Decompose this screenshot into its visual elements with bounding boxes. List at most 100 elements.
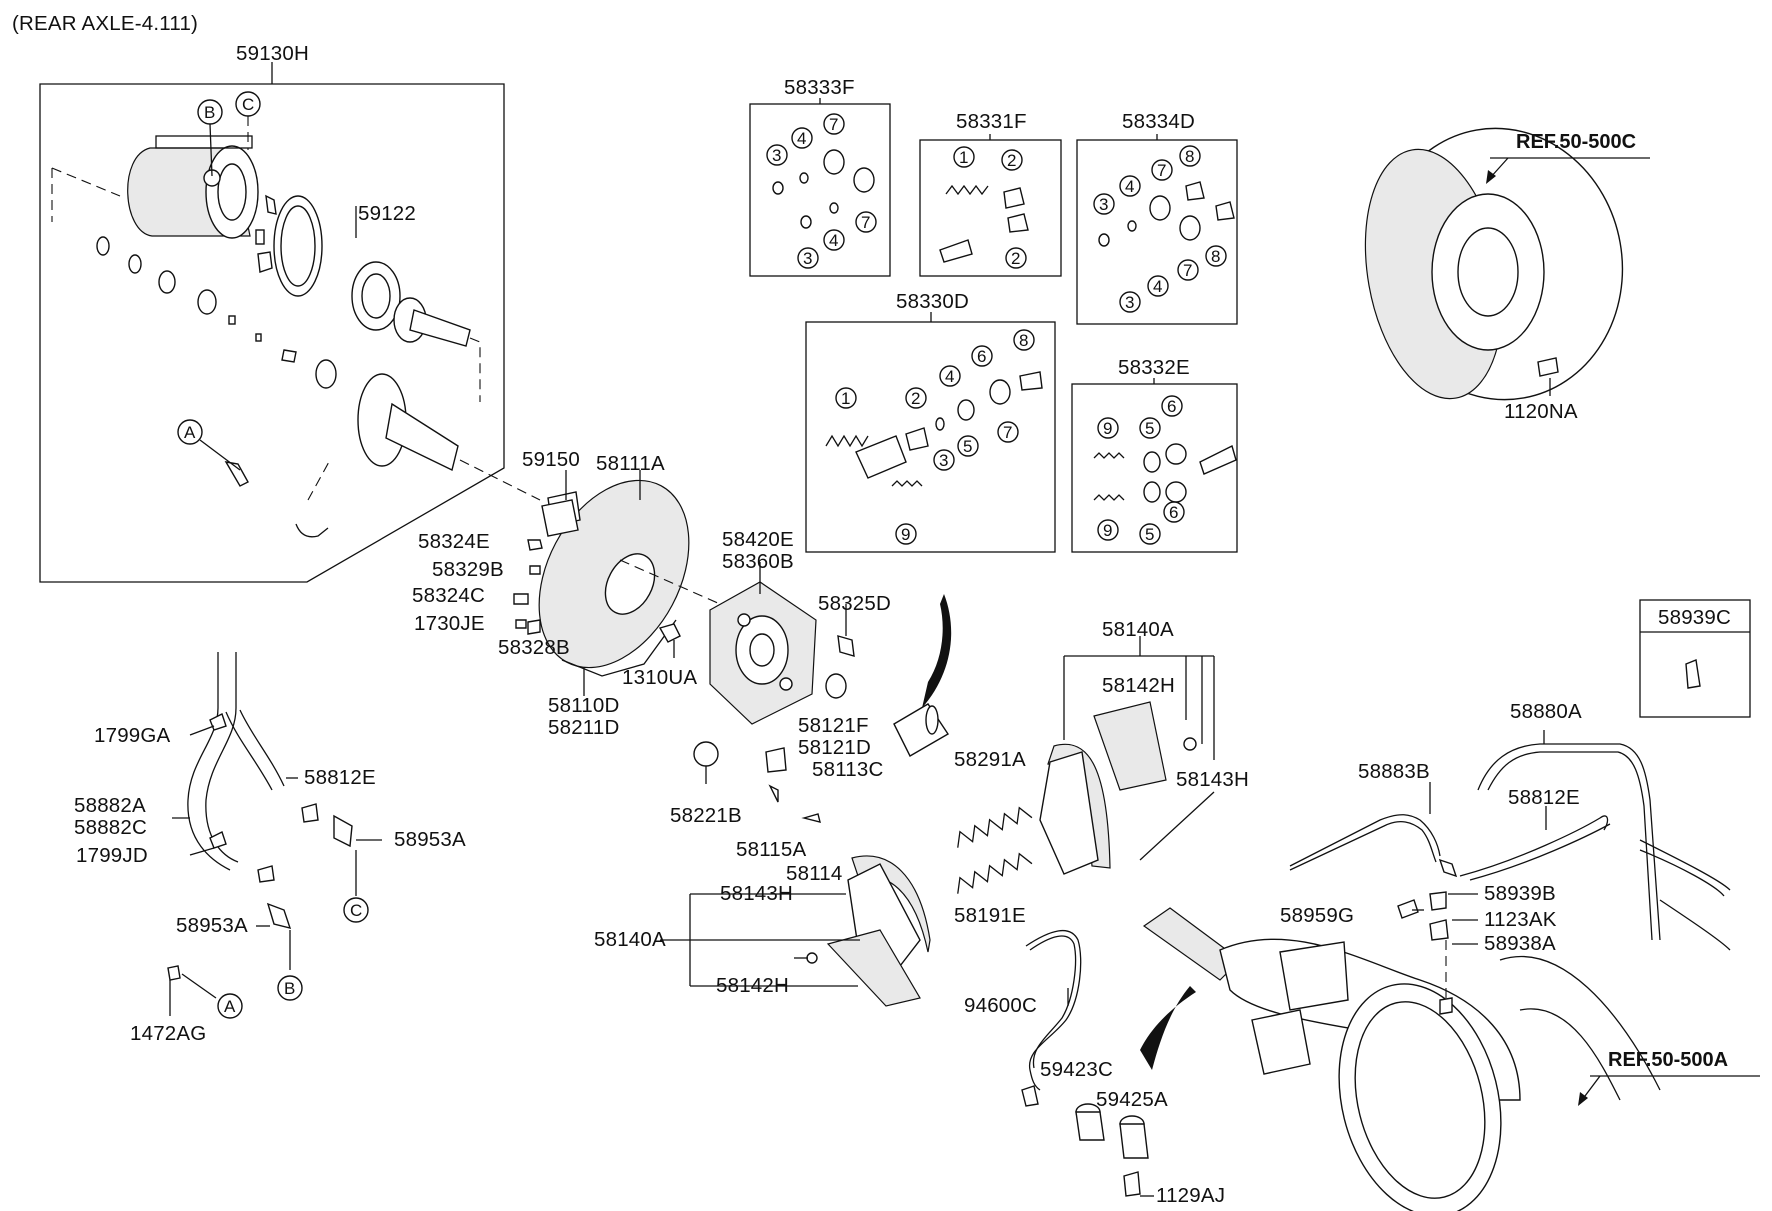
label-58191E: 58191E [954,904,1026,927]
label-58331F: 58331F [956,110,1027,133]
label-58121D: 58121D [798,736,871,759]
label-58420E: 58420E [722,528,794,551]
label-58329B: 58329B [432,558,504,581]
label-58291A: 58291A [954,748,1026,771]
svg-text:1: 1 [959,148,968,167]
svg-text:9: 9 [901,525,910,544]
svg-text:2: 2 [911,389,920,408]
label-59150: 59150 [522,448,580,471]
label-58939C: 58939C [1658,606,1731,629]
svg-text:9: 9 [1103,419,1112,438]
kit-58331F-drawing: 1 2 2 [939,146,1029,269]
svg-text:4: 4 [829,231,838,250]
bracket-58140A-lower [660,893,860,987]
callout-C-bottom: C [343,897,369,923]
svg-text:6: 6 [977,347,986,366]
svg-text:8: 8 [1019,331,1028,350]
label-58140A-lower: 58140A [594,928,666,951]
axle-housing-drawing [1140,907,1661,1211]
svg-text:4: 4 [1125,177,1134,196]
svg-text:6: 6 [1167,397,1176,416]
label-59423C: 59423C [1040,1058,1113,1081]
label-58953A-left: 58953A [176,914,248,937]
label-58812E-left: 58812E [304,766,376,789]
svg-text:1: 1 [841,389,850,408]
label-58140A-upper: 58140A [1102,618,1174,641]
svg-text:3: 3 [939,451,948,470]
svg-text:3: 3 [1099,195,1108,214]
label-1799JD: 1799JD [76,844,148,867]
ref-50-500C: REF.50-500C [1516,131,1636,153]
label-58333F: 58333F [784,76,855,99]
group-box-58939C [1639,599,1751,718]
svg-text:2: 2 [1007,151,1016,170]
label-58142H-upper: 58142H [1102,674,1175,697]
label-58324C: 58324C [412,584,485,607]
section-title: (REAR AXLE-4.111) [12,12,198,35]
label-58332E: 58332E [1118,356,1190,379]
brake-lines-right-drawing [1289,743,1731,1015]
label-58110D: 58110D [548,694,620,717]
return-springs-drawing [957,806,1033,894]
label-58325D: 58325D [818,592,891,615]
label-58142H-lower: 58142H [716,974,789,997]
label-59130H: 59130H [236,42,309,65]
svg-text:9: 9 [1103,521,1112,540]
bracket-58140A-upper [1063,636,1215,861]
svg-text:8: 8 [1185,147,1194,166]
group-box-59130H [39,83,505,583]
upper-brake-shoe-drawing [1039,701,1197,875]
svg-text:3: 3 [1125,293,1134,312]
svg-text:A: A [224,997,236,1016]
sensor-and-bushings-drawing [1021,930,1149,1197]
svg-text:7: 7 [1183,261,1192,280]
label-58115A: 58115A [736,838,806,861]
brake-drum-drawing [1364,127,1624,401]
callout-A-hub: A [177,419,203,445]
label-58938A: 58938A [1484,932,1556,955]
label-58882A: 58882A [74,794,146,817]
svg-text:C: C [350,901,362,920]
kit-58334D-drawing: 3 4 7 8 3 4 7 8 [1093,145,1235,313]
label-58143H-lower: 58143H [720,882,793,905]
svg-text:7: 7 [1157,161,1166,180]
svg-text:4: 4 [945,367,954,386]
ref-50-500A: REF.50-500A [1608,1049,1728,1071]
label-58221B: 58221B [670,804,742,827]
svg-text:8: 8 [1211,247,1220,266]
kit-58330D-drawing: 1 2 4 6 8 3 5 7 9 [825,329,1043,545]
label-58812E-right: 58812E [1508,786,1580,809]
brake-hose-left-drawing [167,652,353,981]
label-58143H-upper: 58143H [1176,768,1249,791]
label-1123AK: 1123AK [1484,908,1557,931]
svg-text:3: 3 [772,146,781,165]
label-58114: 58114 [786,862,842,885]
fitting-58939C [1685,659,1701,689]
label-1472AG: 1472AG [130,1022,206,1045]
svg-text:5: 5 [1145,525,1154,544]
label-59425A: 59425A [1096,1088,1168,1111]
label-58111A: 58111A [596,452,665,475]
label-58121F: 58121F [798,714,869,737]
label-58330D: 58330D [896,290,969,313]
label-94600C: 94600C [964,994,1037,1017]
svg-text:4: 4 [797,129,806,148]
callout-B-bottom: B [277,975,303,1001]
lower-brake-shoe-drawing [794,855,931,1007]
svg-text:5: 5 [963,437,972,456]
label-58882C: 58882C [74,816,147,839]
kit-58333F-drawing: 3 4 7 3 4 7 [766,113,877,269]
callout-A-bottom: A [217,993,243,1019]
label-58113C: 58113C [812,758,884,781]
label-58324E: 58324E [418,530,490,553]
label-58328B: 58328B [498,636,570,659]
svg-text:B: B [284,979,295,998]
callout-C-top: C [235,91,261,150]
label-1310UA: 1310UA [622,666,697,689]
label-58883B: 58883B [1358,760,1430,783]
label-59122: 59122 [358,202,416,225]
svg-text:7: 7 [1003,423,1012,442]
label-58939B: 58939B [1484,882,1556,905]
